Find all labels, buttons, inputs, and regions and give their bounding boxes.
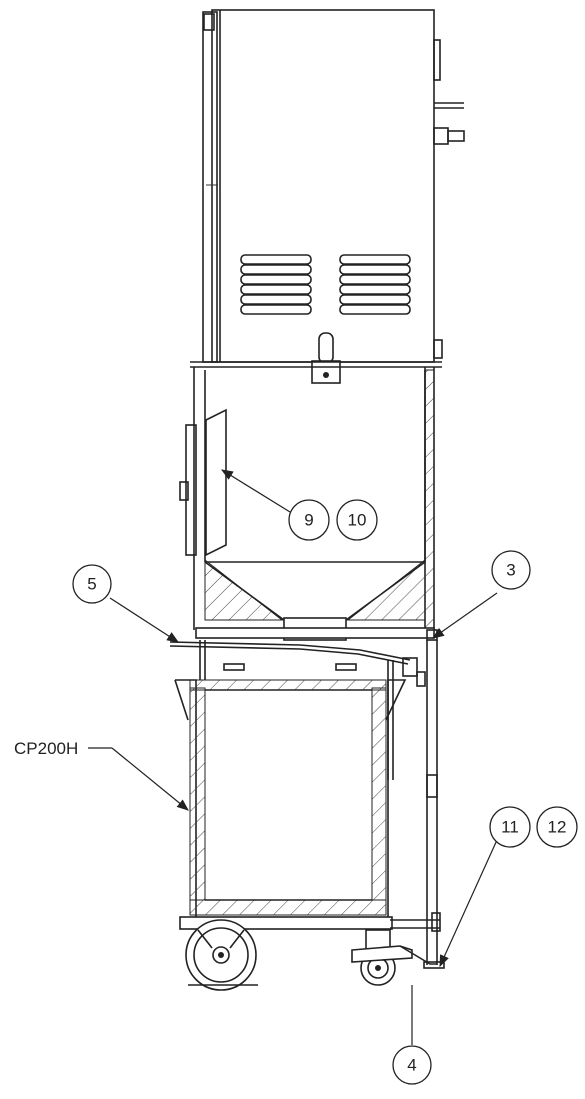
callout-4: 4 — [392, 1045, 432, 1085]
callout-3-text: 3 — [506, 561, 515, 580]
cabinet-latch — [311, 332, 341, 384]
callout-9: 9 — [288, 499, 330, 541]
side-door-panel — [179, 408, 227, 557]
callout-10-text: 10 — [348, 511, 367, 530]
leader-lines — [88, 469, 498, 1045]
cart-cp200h — [174, 663, 407, 921]
hopper-hatched-walls — [204, 369, 435, 631]
vent-grille-left — [240, 254, 312, 315]
cart-wheel-left — [185, 919, 258, 991]
upper-cabinet — [202, 9, 465, 363]
floor-lock-pedal — [351, 945, 445, 969]
callout-9-text: 9 — [304, 511, 313, 530]
callout-3: 3 — [491, 550, 531, 590]
cart-label: CP200H — [14, 739, 78, 758]
slide-gate-tray — [169, 627, 438, 687]
callout-12-text: 12 — [548, 818, 567, 837]
callout-11: 11 — [489, 806, 531, 848]
callout-4-text: 4 — [407, 1056, 416, 1075]
callout-10: 10 — [336, 499, 378, 541]
callout-12: 12 — [536, 806, 578, 848]
callout-5-text: 5 — [87, 575, 96, 594]
callout-5: 5 — [72, 564, 112, 604]
vent-grille-right — [339, 254, 411, 315]
callout-11-text: 11 — [501, 818, 519, 837]
